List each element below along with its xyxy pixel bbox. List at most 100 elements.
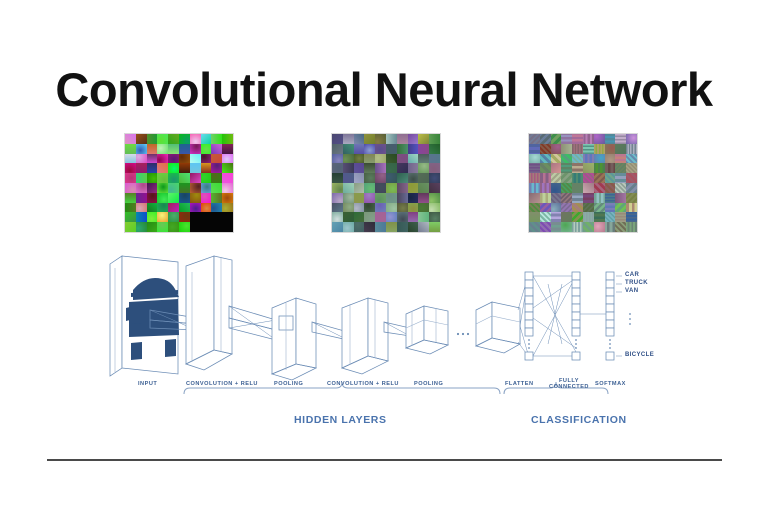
fully-connected-line-2: CONNECTED xyxy=(549,384,589,391)
filter-tile xyxy=(157,192,169,203)
filter-tile xyxy=(168,163,179,174)
filter-tile xyxy=(168,143,179,154)
filter-tile xyxy=(429,153,440,164)
filter-tile xyxy=(189,163,201,174)
filter-tile xyxy=(375,143,386,154)
filter-tile xyxy=(189,134,201,144)
output-label-truck: TRUCK xyxy=(625,280,648,286)
filter-tile xyxy=(386,134,397,144)
filter-tile xyxy=(375,192,386,203)
filter-tile xyxy=(572,192,583,203)
filter-tile xyxy=(211,222,223,232)
filter-tile xyxy=(211,163,223,174)
filter-tile xyxy=(125,163,136,174)
filter-tile xyxy=(353,202,365,213)
filter-tile xyxy=(572,134,583,144)
filter-tile xyxy=(539,202,551,213)
filter-tile xyxy=(189,183,201,193)
filter-tile xyxy=(135,173,147,183)
filter-tile xyxy=(615,143,627,154)
filter-tile xyxy=(189,143,201,154)
filter-tile xyxy=(157,212,169,223)
filter-tile xyxy=(407,212,419,223)
filter-tile xyxy=(615,192,627,203)
filter-tile xyxy=(353,173,365,183)
filter-tile xyxy=(200,202,212,213)
filter-tile xyxy=(593,222,605,232)
filter-tile xyxy=(407,173,419,183)
filter-tile xyxy=(550,153,562,164)
filter-tile xyxy=(211,143,223,154)
filter-tile xyxy=(189,153,201,164)
output-leader-lines xyxy=(616,275,631,357)
filter-tile xyxy=(429,173,440,183)
filter-tile xyxy=(157,202,169,213)
filter-tile xyxy=(135,143,147,154)
filter-tile xyxy=(146,134,158,144)
filter-tile xyxy=(561,143,573,154)
group-label-hidden-layers: HIDDEN LAYERS xyxy=(294,414,387,426)
filter-tile xyxy=(332,212,343,223)
filter-tile xyxy=(407,134,419,144)
filter-tile xyxy=(386,163,397,174)
filter-tile xyxy=(539,222,551,232)
filter-tile xyxy=(179,153,190,164)
filter-tile xyxy=(396,173,408,183)
filter-tile xyxy=(157,222,169,232)
filter-tile xyxy=(407,163,419,174)
stage-label-convolution-relu-2: CONVOLUTION + RELU xyxy=(327,381,399,387)
pool2-block xyxy=(404,305,450,355)
filter-tile xyxy=(604,212,616,223)
filter-tile xyxy=(550,134,562,144)
filter-tile xyxy=(561,153,573,164)
filter-tile xyxy=(200,163,212,174)
filter-tile xyxy=(135,183,147,193)
filter-tile xyxy=(539,163,551,174)
filter-tile xyxy=(615,173,627,183)
filter-tile xyxy=(572,202,583,213)
filter-tile xyxy=(146,173,158,183)
fully-connected-line-1: FULLY xyxy=(558,378,579,384)
filter-tile xyxy=(604,134,616,144)
layer-2-filters xyxy=(331,133,441,233)
filter-tile xyxy=(146,202,158,213)
filter-tile xyxy=(353,222,365,232)
stage-label-flatten: FLATTEN xyxy=(505,381,534,387)
filter-tile xyxy=(593,163,605,174)
filter-tile xyxy=(168,202,179,213)
filter-tile xyxy=(396,163,408,174)
filter-tile xyxy=(189,192,201,203)
filter-tile xyxy=(146,163,158,174)
filter-tile xyxy=(364,202,376,213)
filter-tile xyxy=(615,183,627,193)
filter-tile xyxy=(342,222,354,232)
final-feature-block xyxy=(474,301,522,354)
filter-tile xyxy=(189,202,201,213)
filter-tile xyxy=(364,192,376,203)
filter-tile xyxy=(529,143,540,154)
filter-tile xyxy=(179,163,190,174)
input-plane xyxy=(109,255,197,377)
filter-tile xyxy=(626,222,637,232)
filter-tile xyxy=(561,183,573,193)
filter-tile xyxy=(146,222,158,232)
filter-tile xyxy=(157,153,169,164)
filter-tile xyxy=(561,192,573,203)
filter-tile xyxy=(615,163,627,174)
conv1-to-pool1-beam xyxy=(228,305,277,341)
filter-tile xyxy=(200,173,212,183)
filter-tile xyxy=(222,192,233,203)
filter-tile xyxy=(386,222,397,232)
filter-tile xyxy=(529,134,540,144)
filter-tile xyxy=(593,153,605,164)
filter-tile xyxy=(375,212,386,223)
pool1-block xyxy=(270,297,318,381)
filter-tile xyxy=(168,212,179,223)
filter-tile xyxy=(529,153,540,164)
filter-tile xyxy=(375,173,386,183)
filter-tile xyxy=(179,202,190,213)
filter-tile xyxy=(353,134,365,144)
filter-tile xyxy=(332,192,343,203)
filter-tile xyxy=(407,222,419,232)
